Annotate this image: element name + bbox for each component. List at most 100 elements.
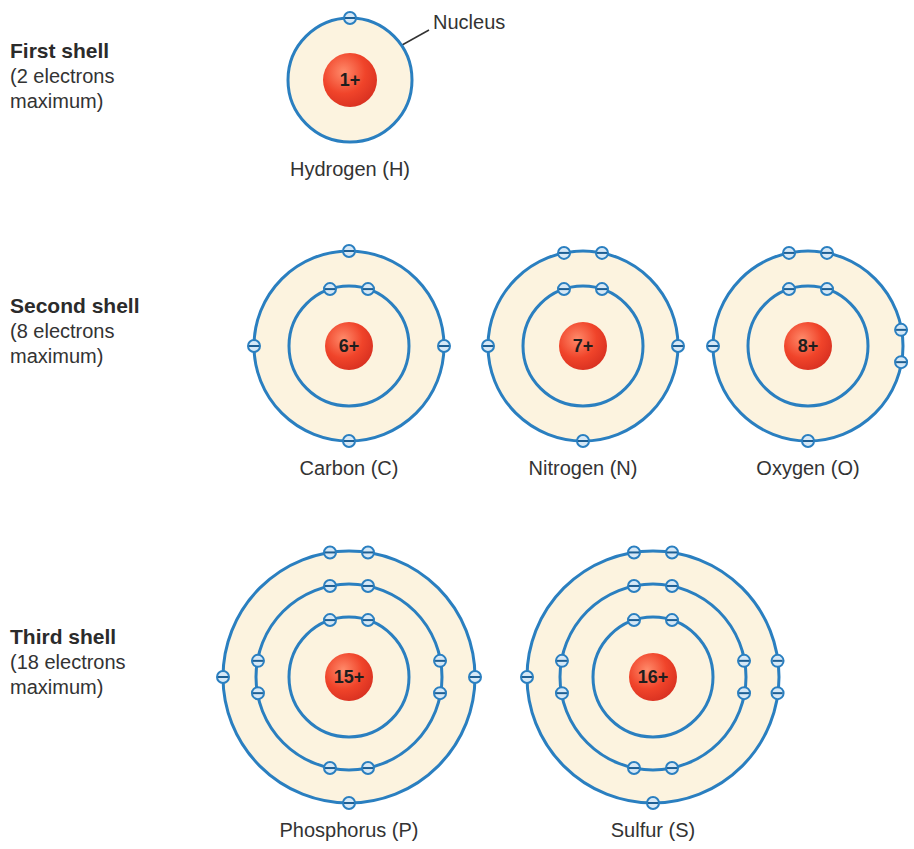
electron-body [738, 655, 750, 667]
row-note: (8 electrons maximum) [10, 319, 170, 369]
nuclear-charge: 15+ [334, 667, 365, 688]
electron [344, 12, 356, 24]
electron [672, 340, 684, 352]
row-note: (18 electrons maximum) [10, 650, 170, 700]
electron-sign [439, 345, 449, 347]
electron-body [628, 614, 640, 626]
electron-shell [289, 286, 409, 406]
electron [738, 687, 750, 699]
electron-body [672, 340, 684, 352]
electron [362, 283, 374, 295]
electron-body [556, 655, 568, 667]
electron-body [324, 614, 336, 626]
electron-body [821, 283, 833, 295]
electron-sign [629, 619, 639, 621]
row-heading: First shell [10, 38, 200, 63]
electron-body [666, 580, 678, 592]
electron-body [324, 546, 336, 558]
electron-sign [557, 660, 567, 662]
electron-body [895, 324, 907, 336]
electron [343, 245, 355, 257]
electron-sign [325, 585, 335, 587]
electron [252, 655, 264, 667]
electron-sign [522, 676, 532, 678]
electron-body [469, 671, 481, 683]
electron-body [362, 283, 374, 295]
electron [248, 340, 260, 352]
electron-sign [708, 345, 718, 347]
nucleus: 7+ [559, 322, 607, 370]
electron-body [596, 283, 608, 295]
electron-body [482, 340, 494, 352]
electron-body [521, 671, 533, 683]
electron-sign [803, 440, 813, 442]
electron-body [738, 687, 750, 699]
electron [596, 283, 608, 295]
electron-sign [578, 440, 588, 442]
nucleus: 15+ [325, 653, 373, 701]
electron [666, 614, 678, 626]
electron-body [783, 247, 795, 259]
electron-sign [435, 660, 445, 662]
electron [666, 580, 678, 592]
electron [895, 356, 907, 368]
electron-body [628, 546, 640, 558]
electron [628, 580, 640, 592]
nucleus: 1+ [323, 53, 377, 107]
electron [666, 762, 678, 774]
electron-sign [648, 802, 658, 804]
electron-sign [363, 288, 373, 290]
electron [362, 546, 374, 558]
electron-body [596, 247, 608, 259]
electron-body [821, 247, 833, 259]
electron [628, 614, 640, 626]
nucleus: 6+ [325, 322, 373, 370]
electron-sign [363, 585, 373, 587]
electron-body [434, 655, 446, 667]
electron-body [707, 340, 719, 352]
electron [666, 546, 678, 558]
electron-body [344, 12, 356, 24]
electron [521, 671, 533, 683]
electron-body [647, 797, 659, 809]
electron-sign [739, 692, 749, 694]
electron-body [558, 247, 570, 259]
row-heading: Third shell [10, 624, 200, 649]
nuclear-charge: 8+ [798, 336, 819, 357]
electron [577, 435, 589, 447]
electron-sign [667, 585, 677, 587]
atom-diagram: Hydrogen (H)1+ [280, 10, 420, 150]
electron-body [362, 614, 374, 626]
electron [558, 247, 570, 259]
electron [802, 435, 814, 447]
electron-sign [559, 288, 569, 290]
element-name: Nitrogen (N) [529, 457, 638, 480]
electron-body [666, 546, 678, 558]
electron-body [666, 762, 678, 774]
electron-body [666, 614, 678, 626]
electron-sign [435, 692, 445, 694]
electron-shell [488, 251, 678, 441]
electron-sign [739, 660, 749, 662]
electron [596, 247, 608, 259]
electron [821, 283, 833, 295]
element-name: Carbon (C) [300, 457, 399, 480]
electron-body [558, 283, 570, 295]
electron [438, 340, 450, 352]
electron-sign [483, 345, 493, 347]
electron-shell [523, 286, 643, 406]
electron-shell [223, 551, 475, 803]
electron [738, 655, 750, 667]
electron-shell [713, 251, 903, 441]
electron-sign [822, 252, 832, 254]
electron-body [324, 762, 336, 774]
electron-body [248, 340, 260, 352]
electron-body [343, 245, 355, 257]
nucleus: 16+ [629, 653, 677, 701]
electron [628, 546, 640, 558]
electron-sign [673, 345, 683, 347]
electron [324, 283, 336, 295]
electron-body [217, 671, 229, 683]
electron-sign [218, 676, 228, 678]
electron-sign [363, 767, 373, 769]
